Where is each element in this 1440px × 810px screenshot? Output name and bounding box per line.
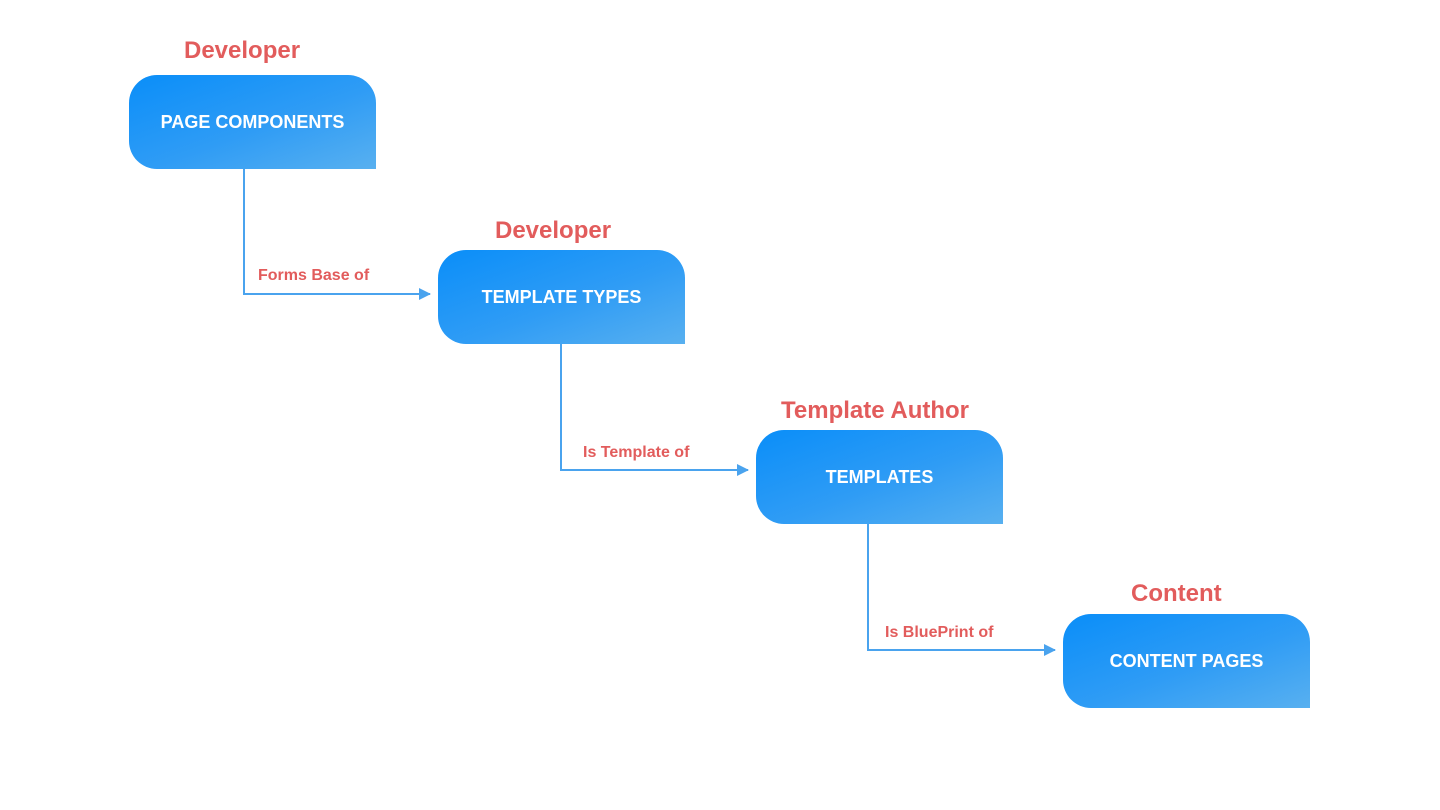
node-templates-label: TEMPLATES — [825, 466, 934, 487]
node-template-types-label: TEMPLATE TYPES — [481, 286, 642, 307]
role-label-content: Content — [1131, 580, 1222, 607]
connector-is-template-of — [560, 343, 749, 476]
role-label-developer-1: Developer — [184, 37, 301, 64]
node-content-pages-label: CONTENT PAGES — [1109, 650, 1264, 671]
role-label-template-author: Template Author — [781, 397, 970, 424]
node-content-pages: CONTENT PAGES — [1063, 614, 1310, 708]
node-template-types: TEMPLATE TYPES — [438, 250, 685, 344]
connector-is-blueprint-of — [867, 523, 1056, 656]
edge-label-is-blueprint-of: Is BluePrint of — [885, 624, 994, 641]
node-templates: TEMPLATES — [756, 430, 1003, 524]
edge-label-forms-base-of: Forms Base of — [258, 267, 370, 284]
edge-label-is-template-of: Is Template of — [583, 444, 690, 461]
role-label-developer-2: Developer — [495, 217, 612, 244]
node-page-components: PAGE COMPONENTS — [129, 75, 376, 169]
node-page-components-label: PAGE COMPONENTS — [160, 111, 345, 132]
connector-forms-base-of — [243, 168, 431, 300]
